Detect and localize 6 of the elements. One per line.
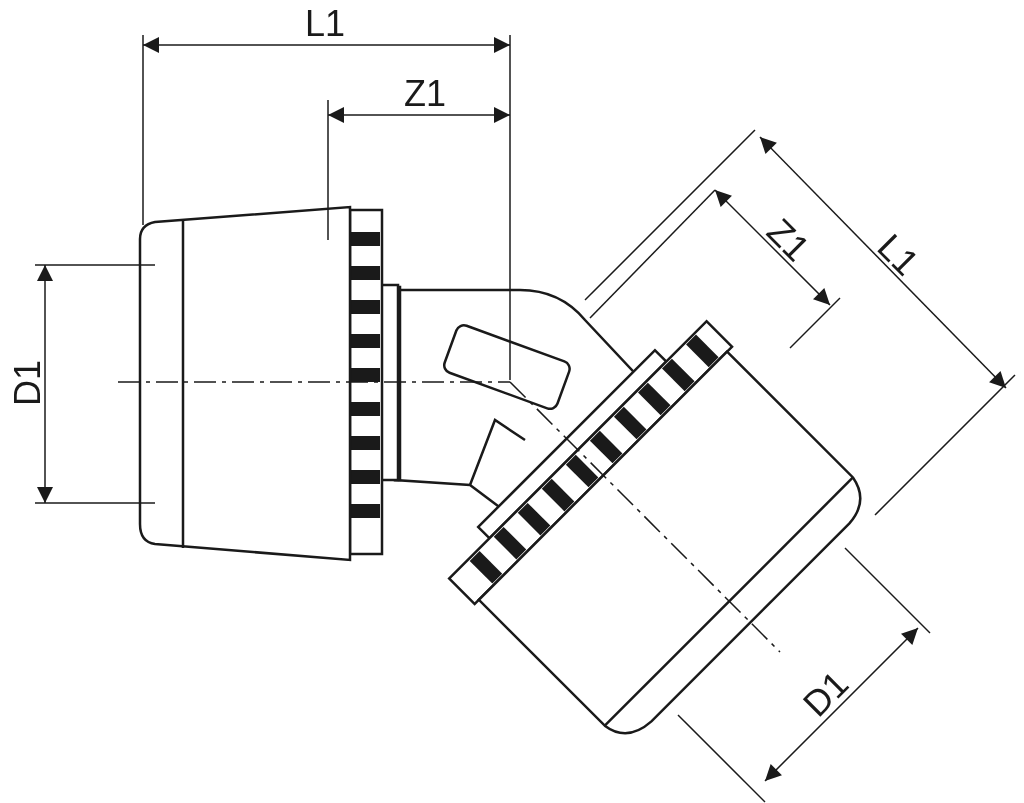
dimension-label: L1 <box>305 6 345 42</box>
dimension-label: L1 <box>871 228 925 282</box>
dimension-label: Z1 <box>404 76 446 112</box>
dimension-label: D1 <box>797 665 855 723</box>
dimension-label: D1 <box>10 360 46 406</box>
dimension-label: Z1 <box>760 212 816 268</box>
